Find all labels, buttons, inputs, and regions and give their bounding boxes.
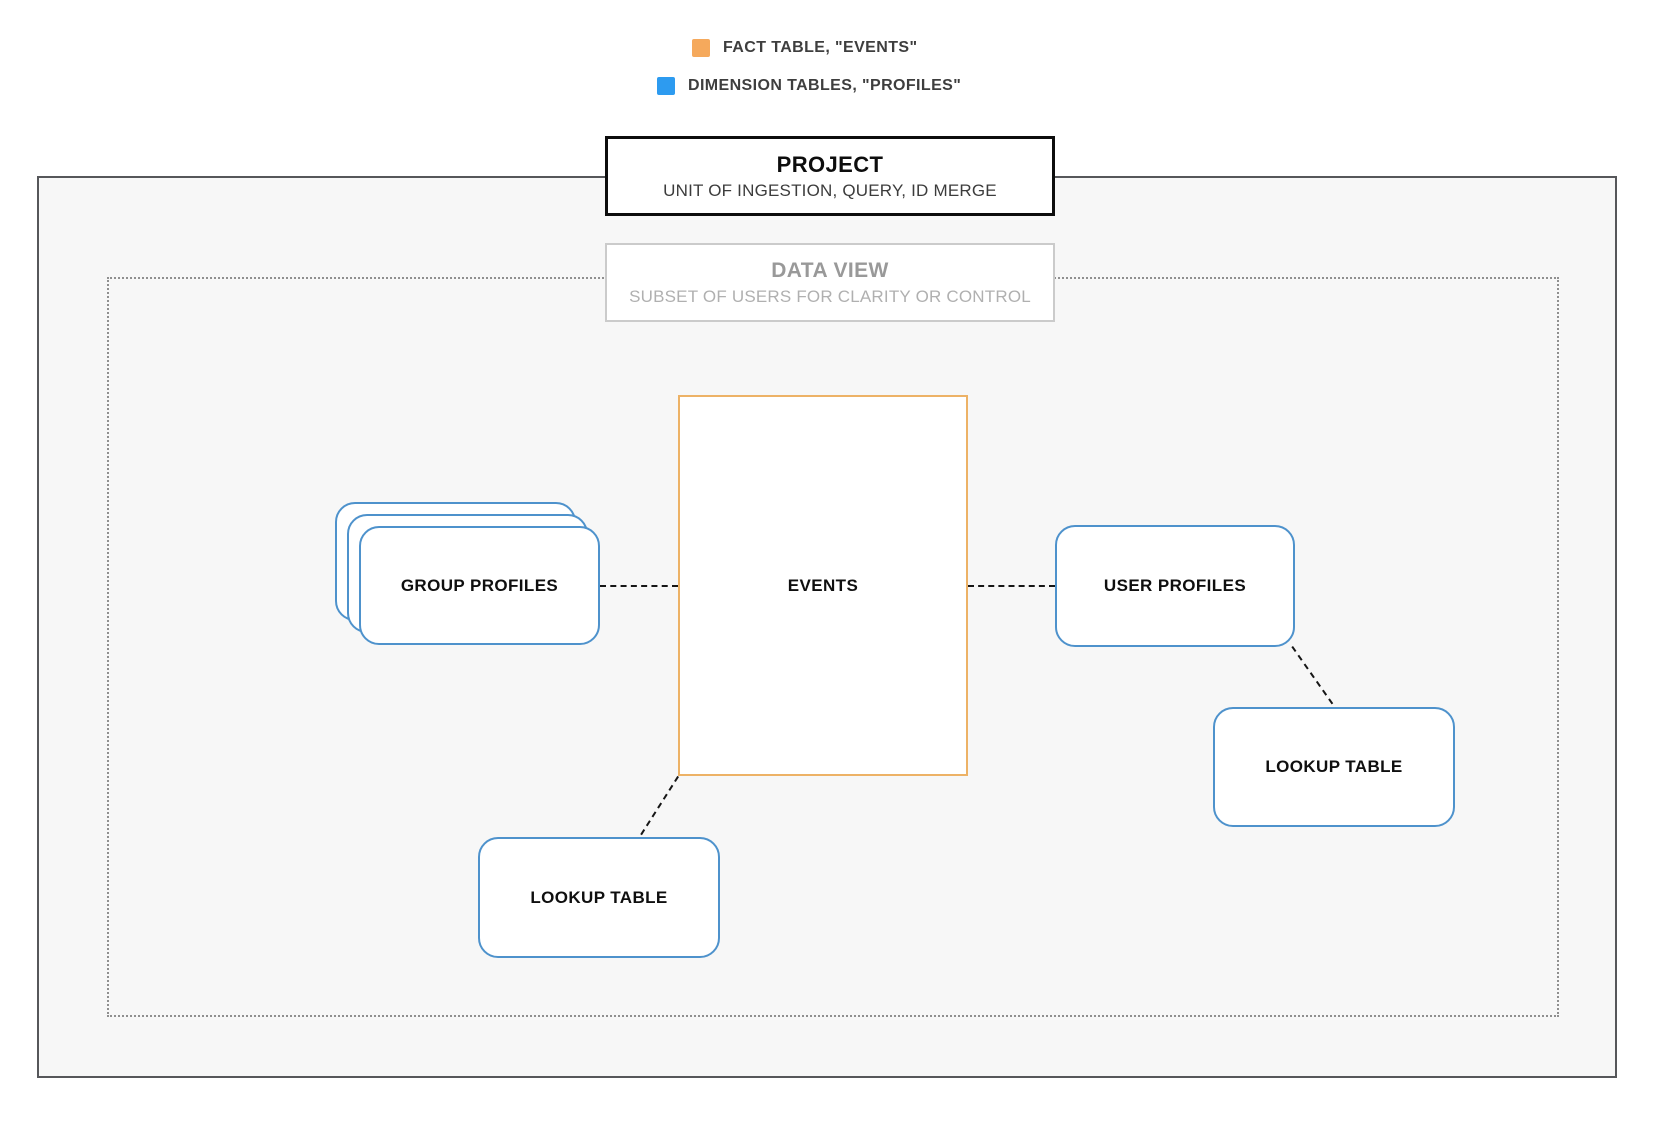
node-user-profiles: USER PROFILES	[1055, 525, 1295, 647]
node-lookup-table-right-label: LOOKUP TABLE	[1265, 757, 1403, 776]
legend-label: FACT TABLE, "EVENTS"	[723, 39, 918, 56]
data-view-header: DATA VIEW SUBSET OF USERS FOR CLARITY OR…	[605, 243, 1055, 322]
node-lookup-table-right: LOOKUP TABLE	[1213, 707, 1455, 827]
data-view-subtitle: SUBSET OF USERS FOR CLARITY OR CONTROL	[629, 286, 1031, 306]
node-events-label: EVENTS	[787, 575, 859, 595]
node-lookup-table-bottom-label: LOOKUP TABLE	[530, 887, 668, 907]
project-subtitle: UNIT OF INGESTION, QUERY, ID MERGE	[663, 180, 997, 200]
connector-group-profiles-events	[600, 585, 678, 587]
data-view-title: DATA VIEW	[771, 259, 889, 283]
node-user-profiles-label: USER PROFILES	[1103, 576, 1247, 595]
dimension-tables-swatch-icon	[657, 77, 675, 95]
legend-item-fact-table: FACT TABLE, "EVENTS"	[692, 39, 917, 57]
connector-events-user-profiles	[968, 585, 1055, 587]
project-header: PROJECT UNIT OF INGESTION, QUERY, ID MER…	[605, 136, 1055, 216]
legend-label: DIMENSION TABLES, "PROFILES"	[688, 77, 962, 94]
fact-table-swatch-icon	[692, 39, 710, 57]
node-group-profiles-label: GROUP PROFILES	[400, 575, 559, 595]
project-title: PROJECT	[776, 152, 884, 178]
node-group-profiles: GROUP PROFILES	[359, 526, 600, 645]
node-events: EVENTS	[678, 395, 968, 776]
legend-item-dimension-tables: DIMENSION TABLES, "PROFILES"	[657, 77, 961, 95]
node-lookup-table-bottom: LOOKUP TABLE	[478, 837, 720, 958]
